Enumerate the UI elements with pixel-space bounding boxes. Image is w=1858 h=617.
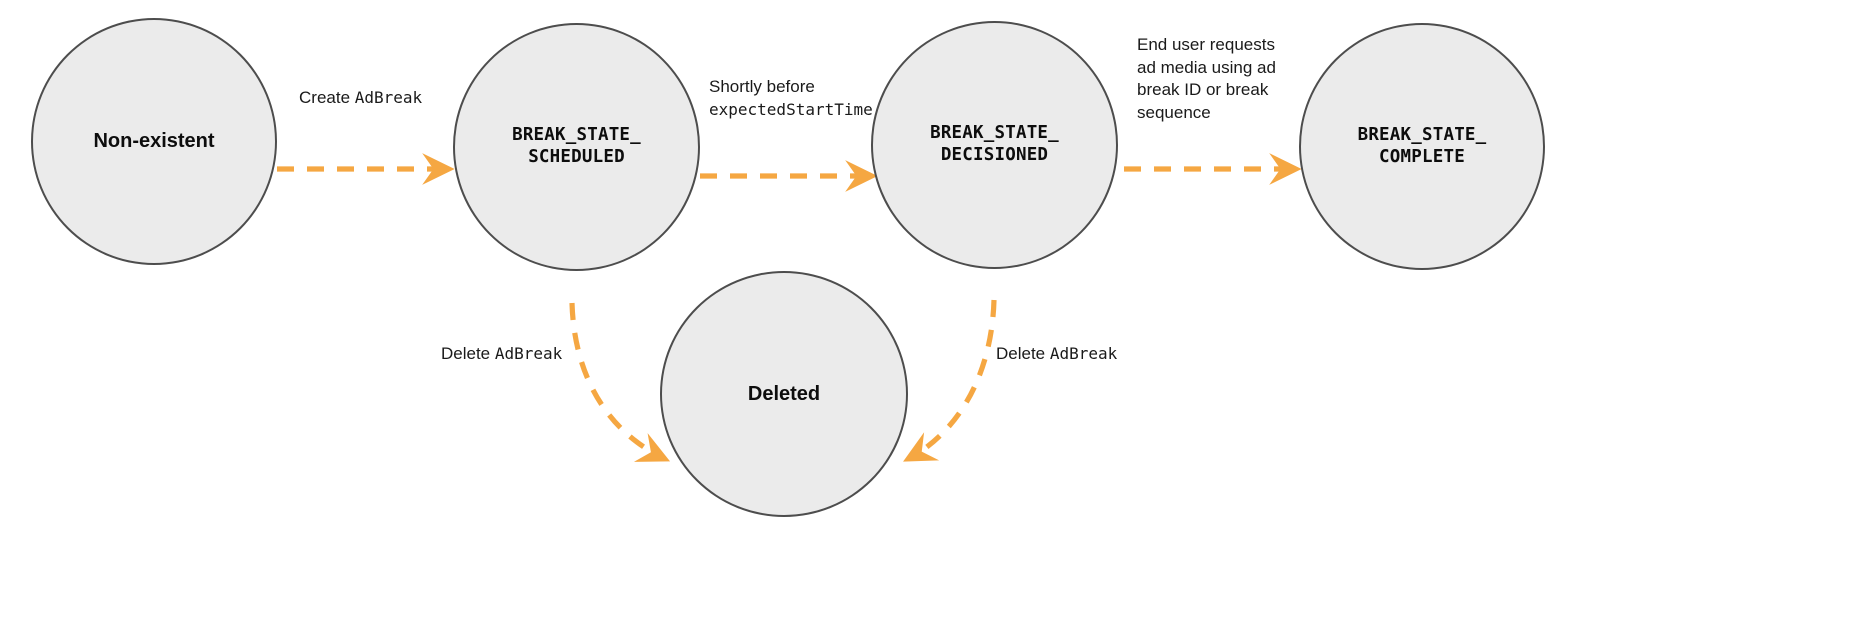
edge-label-end-user-requests: End user requests ad media using ad brea… [1137, 34, 1276, 124]
node-deleted[interactable]: Deleted [660, 271, 908, 517]
node-break-state-complete-label: BREAK_STATE_ COMPLETE [1357, 124, 1487, 167]
edge-label-shortly-before: Shortly before expectedStartTime [709, 76, 873, 121]
node-break-state-complete[interactable]: BREAK_STATE_ COMPLETE [1299, 23, 1545, 270]
node-break-state-decisioned-label: BREAK_STATE_ DECISIONED [930, 123, 1059, 165]
node-break-state-scheduled-label: BREAK_STATE_ SCHEDULED [512, 125, 641, 167]
node-deleted-label: Deleted [747, 382, 821, 405]
edge-label-delete-from-decisioned-part-0: Delete [996, 344, 1050, 363]
edge-label-end-user-requests-part-0: End user requests ad media using ad brea… [1137, 35, 1276, 122]
edge-label-delete-from-scheduled: Delete AdBreak [441, 343, 562, 366]
node-non-existent-label: Non-existent [93, 130, 215, 152]
edge-label-delete-from-scheduled-part-0: Delete [441, 344, 495, 363]
node-break-state-decisioned[interactable]: BREAK_STATE_ DECISIONED [871, 21, 1118, 269]
edge-label-delete-from-decisioned-part-1: AdBreak [1049, 344, 1118, 363]
node-break-state-scheduled[interactable]: BREAK_STATE_ SCHEDULED [453, 23, 700, 271]
node-non-existent[interactable]: Non-existent [31, 18, 277, 265]
edge-label-shortly-before-part-1: expectedStartTime [709, 99, 873, 119]
edge-label-create: Create AdBreak [299, 87, 422, 110]
edge-delete-from-scheduled [569, 302, 671, 462]
edge-label-delete-from-decisioned: Delete AdBreak [996, 343, 1117, 366]
edge-label-delete-from-scheduled-part-1: AdBreak [494, 344, 563, 363]
edge-label-create-part-1: AdBreak [354, 88, 423, 107]
edge-label-create-part-0: Create [299, 88, 355, 107]
edge-delete-from-decisioned [903, 299, 997, 462]
edge-label-shortly-before-part-0: Shortly before [709, 77, 815, 96]
